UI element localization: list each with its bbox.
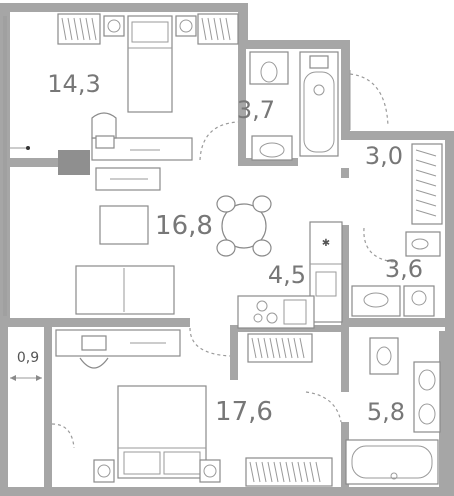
- area-label-kitchen: 4,5: [268, 261, 306, 289]
- balcony-width-arrow: [10, 375, 42, 381]
- area-label-bathroom-1: 3,7: [237, 96, 275, 124]
- bedroom-2-furniture: [55, 329, 333, 487]
- kitchen-furniture: ✱: [237, 221, 343, 329]
- door-bedroom-2: [189, 327, 231, 357]
- door-bathroom-2: [305, 391, 342, 423]
- door-bathroom-1: [349, 73, 389, 127]
- walls: [0, 3, 454, 496]
- door-balcony: [51, 423, 75, 449]
- living-furniture: [75, 167, 272, 315]
- bathroom-2-furniture: [345, 337, 441, 485]
- area-label-bedroom-2: 17,6: [215, 397, 273, 427]
- area-label-living-room: 16,8: [155, 211, 213, 241]
- bedroom-1-furniture: [10, 13, 239, 161]
- area-label-bathroom-2: 5,8: [367, 398, 405, 426]
- area-label-wc: 3,6: [385, 255, 423, 283]
- area-label-bedroom-1: 14,3: [47, 70, 100, 98]
- bathroom-1-furniture: [249, 51, 339, 161]
- svg-text:✱: ✱: [322, 238, 330, 249]
- wc-furniture: [351, 231, 441, 317]
- area-label-hall: 3,0: [365, 142, 403, 170]
- windows: [3, 16, 351, 316]
- area-labels: 14,3 3,7 3,0 16,8 4,5 3,6 17,6 5,8 0,9: [17, 70, 423, 427]
- door-wc: [363, 227, 395, 263]
- area-label-balcony: 0,9: [17, 350, 39, 366]
- door-bedroom-1: [199, 121, 239, 161]
- hall-furniture: [411, 143, 443, 225]
